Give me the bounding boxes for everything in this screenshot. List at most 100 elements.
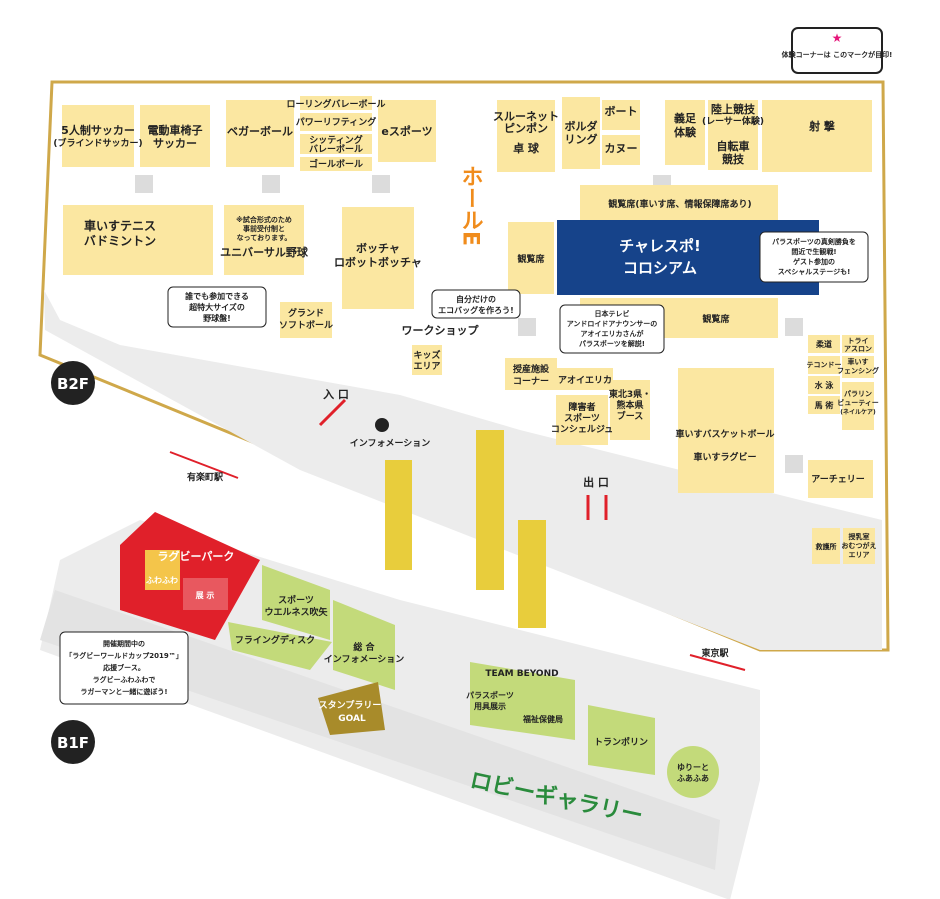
label-stamp-2: GOAL	[338, 714, 366, 724]
booth-rugby-park[interactable]	[120, 512, 260, 640]
booth-ground-softball[interactable]	[280, 302, 332, 338]
label-esports: eスポーツ	[381, 124, 432, 138]
label-tohoku-2: 熊本県	[616, 399, 643, 411]
booth-powerlifting[interactable]	[300, 113, 372, 131]
booth-nursing[interactable]	[843, 528, 875, 564]
escalator-left[interactable]	[385, 460, 412, 570]
booth-powerchair-soccer[interactable]	[140, 105, 210, 167]
booth-tohoku[interactable]	[610, 380, 650, 440]
legend-box	[791, 27, 883, 74]
label-wc-tennis-2: バドミントン	[84, 234, 156, 248]
label-universal-note-1: ※試合形式のため	[236, 215, 292, 224]
callout-colosseum-3: ゲスト参加の	[793, 257, 835, 266]
label-first-aid: 救護所	[816, 542, 837, 551]
label-welfare: 福祉保健局	[522, 714, 563, 724]
pillars	[135, 175, 803, 473]
booth-support[interactable]	[505, 358, 557, 390]
booth-archery[interactable]	[808, 460, 873, 498]
booth-kids[interactable]	[412, 345, 442, 375]
label-cycling-1: 自転車	[717, 139, 750, 153]
label-boccia-2: ロボットボッチャ	[334, 255, 422, 269]
label-workshop: ワークショップ	[402, 323, 480, 337]
fuwafuwa	[145, 550, 180, 590]
booth-trampoline[interactable]	[588, 705, 655, 775]
label-yuri-1: ゆりーと	[677, 763, 709, 772]
callout-eco-2: エコバッグを作ろう!	[438, 305, 514, 315]
booth-boat[interactable]	[602, 100, 640, 130]
booth-wc-tennis[interactable]	[63, 205, 213, 275]
booth-sloop[interactable]	[497, 100, 555, 172]
label-station-right: 東京駅	[701, 647, 729, 659]
booth-general-info[interactable]	[333, 600, 395, 690]
label-universal-baseball: ユニバーサル野球	[220, 245, 309, 259]
label-canoe: カヌー	[605, 142, 638, 155]
rugby-note-5: ラガーマンと一緒に遊ぼう!	[80, 687, 167, 696]
escalator-mid[interactable]	[476, 430, 504, 590]
entrance-arrow	[318, 398, 347, 427]
label-bouldering-1: ボルダ	[565, 119, 598, 133]
booth-esports[interactable]	[378, 100, 436, 162]
label-general-info-1: 総 合	[353, 641, 375, 653]
label-support-2: コーナー	[513, 376, 549, 387]
label-support-1: 授産施設	[513, 363, 550, 375]
callout-colosseum-4: スペシャルステージも!	[778, 268, 851, 276]
label-team-beyond: TEAM BEYOND	[485, 669, 558, 679]
label-boat: ボート	[605, 104, 638, 118]
label-fencing-2: フェンシング	[837, 366, 879, 375]
booth-canoe[interactable]	[602, 135, 640, 165]
b2f-corridor	[44, 290, 882, 650]
booth-yuri[interactable]	[667, 746, 719, 798]
booth-wellness[interactable]	[262, 565, 330, 640]
label-boccia-1: ボッチャ	[356, 241, 400, 255]
callout-eco-1: 自分だけの	[456, 294, 496, 304]
label-yuri-2: ふあふあ	[677, 774, 709, 783]
booth-flying-disc[interactable]	[228, 622, 332, 670]
label-nursing-1: 授乳室	[849, 532, 870, 541]
label-wellness-2: ウエルネス吹矢	[264, 606, 328, 618]
label-station-left: 有楽町駅	[187, 471, 224, 483]
booth-athletics[interactable]	[708, 100, 758, 170]
label-concierge-2: スポーツ	[564, 412, 600, 424]
label-sitting-2: バレーボール	[309, 143, 363, 155]
rugby-note-4: ラグビーふわふわで	[93, 675, 156, 684]
booth-boccia[interactable]	[342, 207, 414, 309]
label-prosthetics-1: 義足	[674, 111, 697, 125]
label-wc-rugby: 車いすラグビー	[693, 451, 756, 463]
label-stamp-1: スタンプラリー	[319, 699, 382, 711]
label-goalball: ゴールボール	[309, 158, 363, 170]
booth-wc-basket[interactable]	[678, 368, 774, 493]
callout-rugby	[59, 631, 189, 705]
booth-boccia-ball[interactable]	[226, 100, 294, 167]
label-ground-2: ソフトボール	[279, 319, 333, 331]
booth-rolling[interactable]	[300, 96, 372, 110]
callout-colosseum	[759, 231, 869, 283]
label-cycling-2: 競技	[722, 152, 745, 166]
callout-ntv-1: 日本テレビ	[595, 309, 630, 318]
booth-prosthetics[interactable]	[665, 100, 705, 165]
booth-concierge[interactable]	[556, 395, 608, 445]
seats-left	[508, 222, 554, 294]
label-nursing-2: おむつがえ	[842, 541, 877, 550]
booth-universal-baseball[interactable]	[224, 205, 304, 275]
booth-bouldering[interactable]	[562, 97, 600, 169]
escalator-right[interactable]	[518, 520, 546, 628]
label-concierge-1: 障害者	[568, 401, 595, 413]
booth-sitting[interactable]	[300, 134, 372, 154]
seats-top	[580, 185, 778, 220]
label-rugby-park: ラグビーパーク	[158, 549, 235, 563]
stamp-goal[interactable]	[318, 682, 385, 735]
callout-colosseum-2: 間近で生観戦!	[791, 247, 836, 256]
booth-first-aid[interactable]	[812, 528, 840, 564]
booth-shooting[interactable]	[762, 100, 872, 172]
label-powerlifting: パワーリフティング	[296, 116, 376, 128]
callout-eco	[431, 289, 521, 319]
booth-soccer5[interactable]	[62, 105, 134, 167]
booth-goalball[interactable]	[300, 157, 372, 171]
label-fencing-1: 車いす	[848, 357, 869, 366]
booth-aoi[interactable]	[557, 368, 613, 390]
booth-team-beyond[interactable]	[470, 662, 575, 740]
label-kids-1: キッズ	[413, 349, 440, 361]
label-para-gear-2: 用具展示	[473, 702, 506, 711]
label-beauty-2: ビューティー	[837, 398, 879, 407]
